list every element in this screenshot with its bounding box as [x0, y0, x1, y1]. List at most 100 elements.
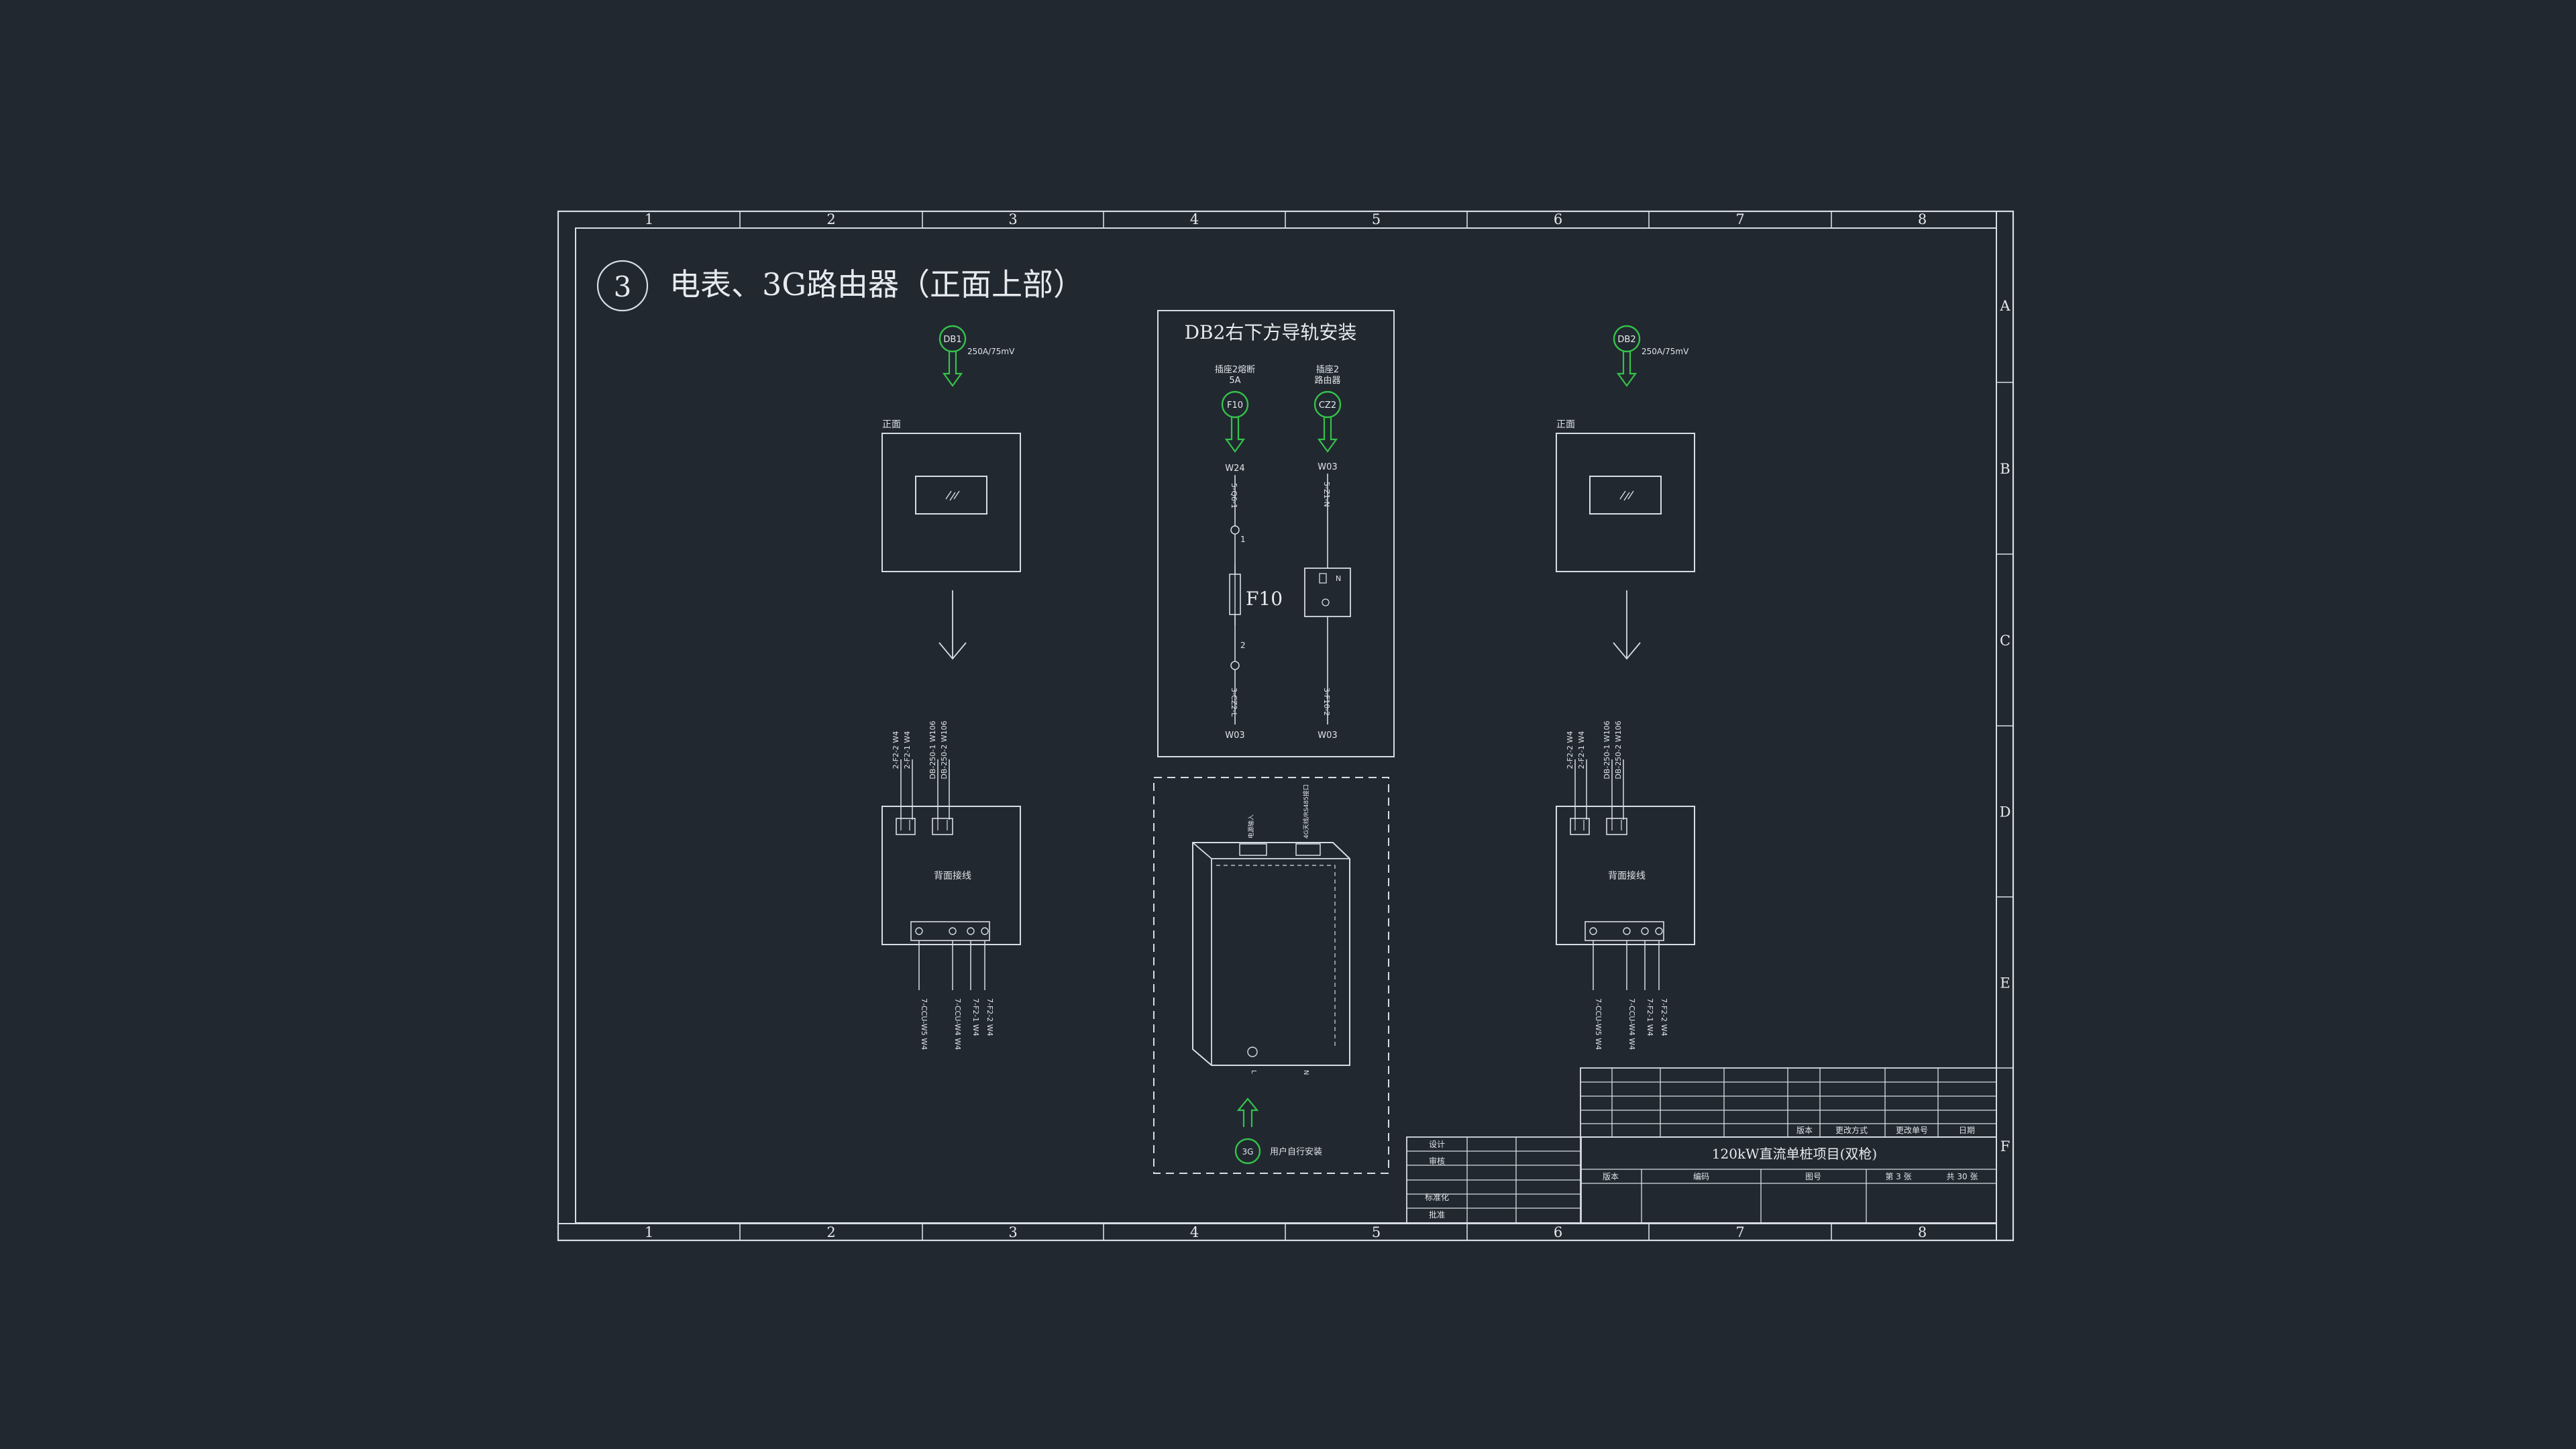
- revision-header: 更改单号: [1896, 1126, 1928, 1135]
- project-row-label: 共 30 张: [1947, 1172, 1978, 1181]
- router-body: [1192, 842, 1350, 1066]
- col-number-bottom: 4: [1190, 1224, 1199, 1240]
- glass-hatch: [1619, 490, 1626, 500]
- wire-bottom-label: 7-CCU-W5 W4: [1594, 998, 1603, 1050]
- socket-pin: N: [1336, 574, 1341, 583]
- wire-bottom-label: 7-F2-2 W4: [1660, 998, 1668, 1036]
- signature-role: 标准化: [1425, 1193, 1449, 1202]
- socket-tag-arrow: [1317, 417, 1338, 453]
- title-block: 版本更改方式更改单号日期设计审核标准化批准120kW直流单桩项目(双枪)版本编码…: [1406, 1067, 1997, 1224]
- meter-tag-arrow: [1616, 352, 1638, 387]
- terminal-screw: [967, 927, 975, 935]
- router-label: 4G天线/RS485接口: [1302, 784, 1310, 839]
- col-number-top: 1: [645, 211, 653, 227]
- revision-table: [1580, 1067, 1997, 1138]
- wire-top-label: 2-F2-2 W4: [892, 731, 900, 769]
- col-number-top: 6: [1554, 211, 1562, 227]
- db2-panel: DB2右下方导轨安装插座2熔断5AF10W245-Q6-11F1023-CZ2-…: [1157, 310, 1395, 757]
- meter-rating: 250A/75mV: [967, 347, 1015, 356]
- router-label: N: [1302, 1070, 1309, 1075]
- terminal-screw: [1589, 927, 1597, 935]
- terminal-screw: [915, 927, 923, 935]
- meter-tag-circle: [938, 325, 967, 353]
- terminal-strip: [910, 921, 990, 941]
- col-number-top: 4: [1190, 211, 1199, 227]
- project-row-label: 图号: [1805, 1172, 1821, 1181]
- db2-panel-border: [1157, 310, 1395, 757]
- terminal-screw: [1641, 927, 1649, 935]
- project-row-label: 第 3 张: [1885, 1172, 1911, 1181]
- col-number-bottom: 2: [826, 1224, 835, 1240]
- wire-top-label: DB-250-2 W106: [940, 720, 949, 779]
- project-title: 120kW直流单桩项目(双枪): [1712, 1146, 1877, 1162]
- meter-tag-label: DB1: [943, 335, 961, 345]
- col-number-top: 7: [1735, 211, 1744, 227]
- glass-hatch: [1623, 492, 1630, 501]
- socket-tag-circle: [1313, 390, 1342, 419]
- router-panel-border: [1153, 777, 1389, 1174]
- project-row-label: 版本: [1603, 1172, 1619, 1181]
- glass-hatch: [949, 492, 956, 501]
- fuse-label: F10: [1246, 588, 1283, 610]
- wire-top-label: 2-F2-1 W4: [1577, 731, 1586, 769]
- terminal-block: [1606, 818, 1627, 835]
- wire-bottom-label: 7-CCU-W4 W4: [953, 998, 962, 1050]
- branch-desc: 插座2: [1316, 365, 1339, 375]
- meter-back-label: 背面接线: [934, 870, 971, 881]
- flow-arrow-head: [1613, 642, 1641, 660]
- branch-desc-2: 路由器: [1314, 375, 1340, 386]
- wire-label: 5-Z1-N: [1322, 482, 1331, 507]
- wire-bottom-label: 7-CCU-W5 W4: [920, 998, 928, 1050]
- fuse-tag-arrow: [1224, 417, 1246, 453]
- wire-label: 3-F10-2: [1322, 688, 1331, 716]
- col-number-top: 2: [826, 211, 835, 227]
- router-install-note: 用户自行安装: [1270, 1146, 1322, 1157]
- col-number-top: 3: [1008, 211, 1017, 227]
- signature-role: 设计: [1429, 1140, 1445, 1149]
- wire-top-label: 2-F2-2 W4: [1566, 731, 1574, 769]
- contact-node: [1230, 661, 1240, 670]
- section-title: 电表、3G路由器（正面上部）: [669, 266, 1084, 303]
- router-label: 电源输入: [1247, 814, 1255, 839]
- terminal-strip: [1585, 921, 1664, 941]
- signature-role: 审核: [1429, 1156, 1445, 1166]
- meter-back-label: 背面接线: [1608, 870, 1646, 881]
- meter-rating: 250A/75mV: [1642, 347, 1689, 356]
- signature-role: 批准: [1429, 1210, 1445, 1220]
- wire-number: W03: [1225, 731, 1244, 741]
- meter-tag-label: DB2: [1617, 335, 1635, 345]
- meter-back-box: [881, 806, 1021, 945]
- meter-tag-circle: [1613, 325, 1641, 353]
- wire-bottom-label: 7-F2-2 W4: [985, 998, 994, 1036]
- wire-top-label: DB-250-1 W106: [1603, 720, 1611, 779]
- wire-number: W03: [1318, 462, 1337, 472]
- wire-label: 3-CZ2-L: [1230, 688, 1238, 717]
- meter-front-box: [1556, 433, 1695, 572]
- row-letter: B: [2000, 461, 2010, 477]
- router-tag-label: 3G: [1242, 1147, 1254, 1157]
- meter-back-box: [1556, 806, 1695, 945]
- wire-top-label: DB-250-1 W106: [928, 720, 937, 779]
- revision-header: 日期: [1959, 1126, 1975, 1135]
- terminal-block: [932, 818, 953, 835]
- row-letter: E: [2000, 975, 2010, 991]
- meter-front-box: [881, 433, 1021, 572]
- col-number-bottom: 1: [645, 1224, 653, 1240]
- router-power-jack: [1247, 1046, 1258, 1057]
- pin-number: 1: [1240, 535, 1246, 544]
- glass-hatch: [953, 490, 960, 500]
- db2-panel-title: DB2右下方导轨安装: [1185, 321, 1357, 343]
- terminal-screw: [949, 927, 957, 935]
- row-letter: F: [2000, 1138, 2010, 1155]
- row-letter: D: [2000, 804, 2011, 820]
- wire-label: 5-Q6-1: [1230, 483, 1238, 508]
- wire-bottom-label: 7-F2-1 W4: [1646, 998, 1654, 1036]
- router-port-power: [1239, 843, 1267, 856]
- terminal-screw: [1655, 927, 1663, 935]
- revision-header: 更改方式: [1835, 1125, 1868, 1135]
- branch-desc: 插座2熔断: [1215, 365, 1255, 375]
